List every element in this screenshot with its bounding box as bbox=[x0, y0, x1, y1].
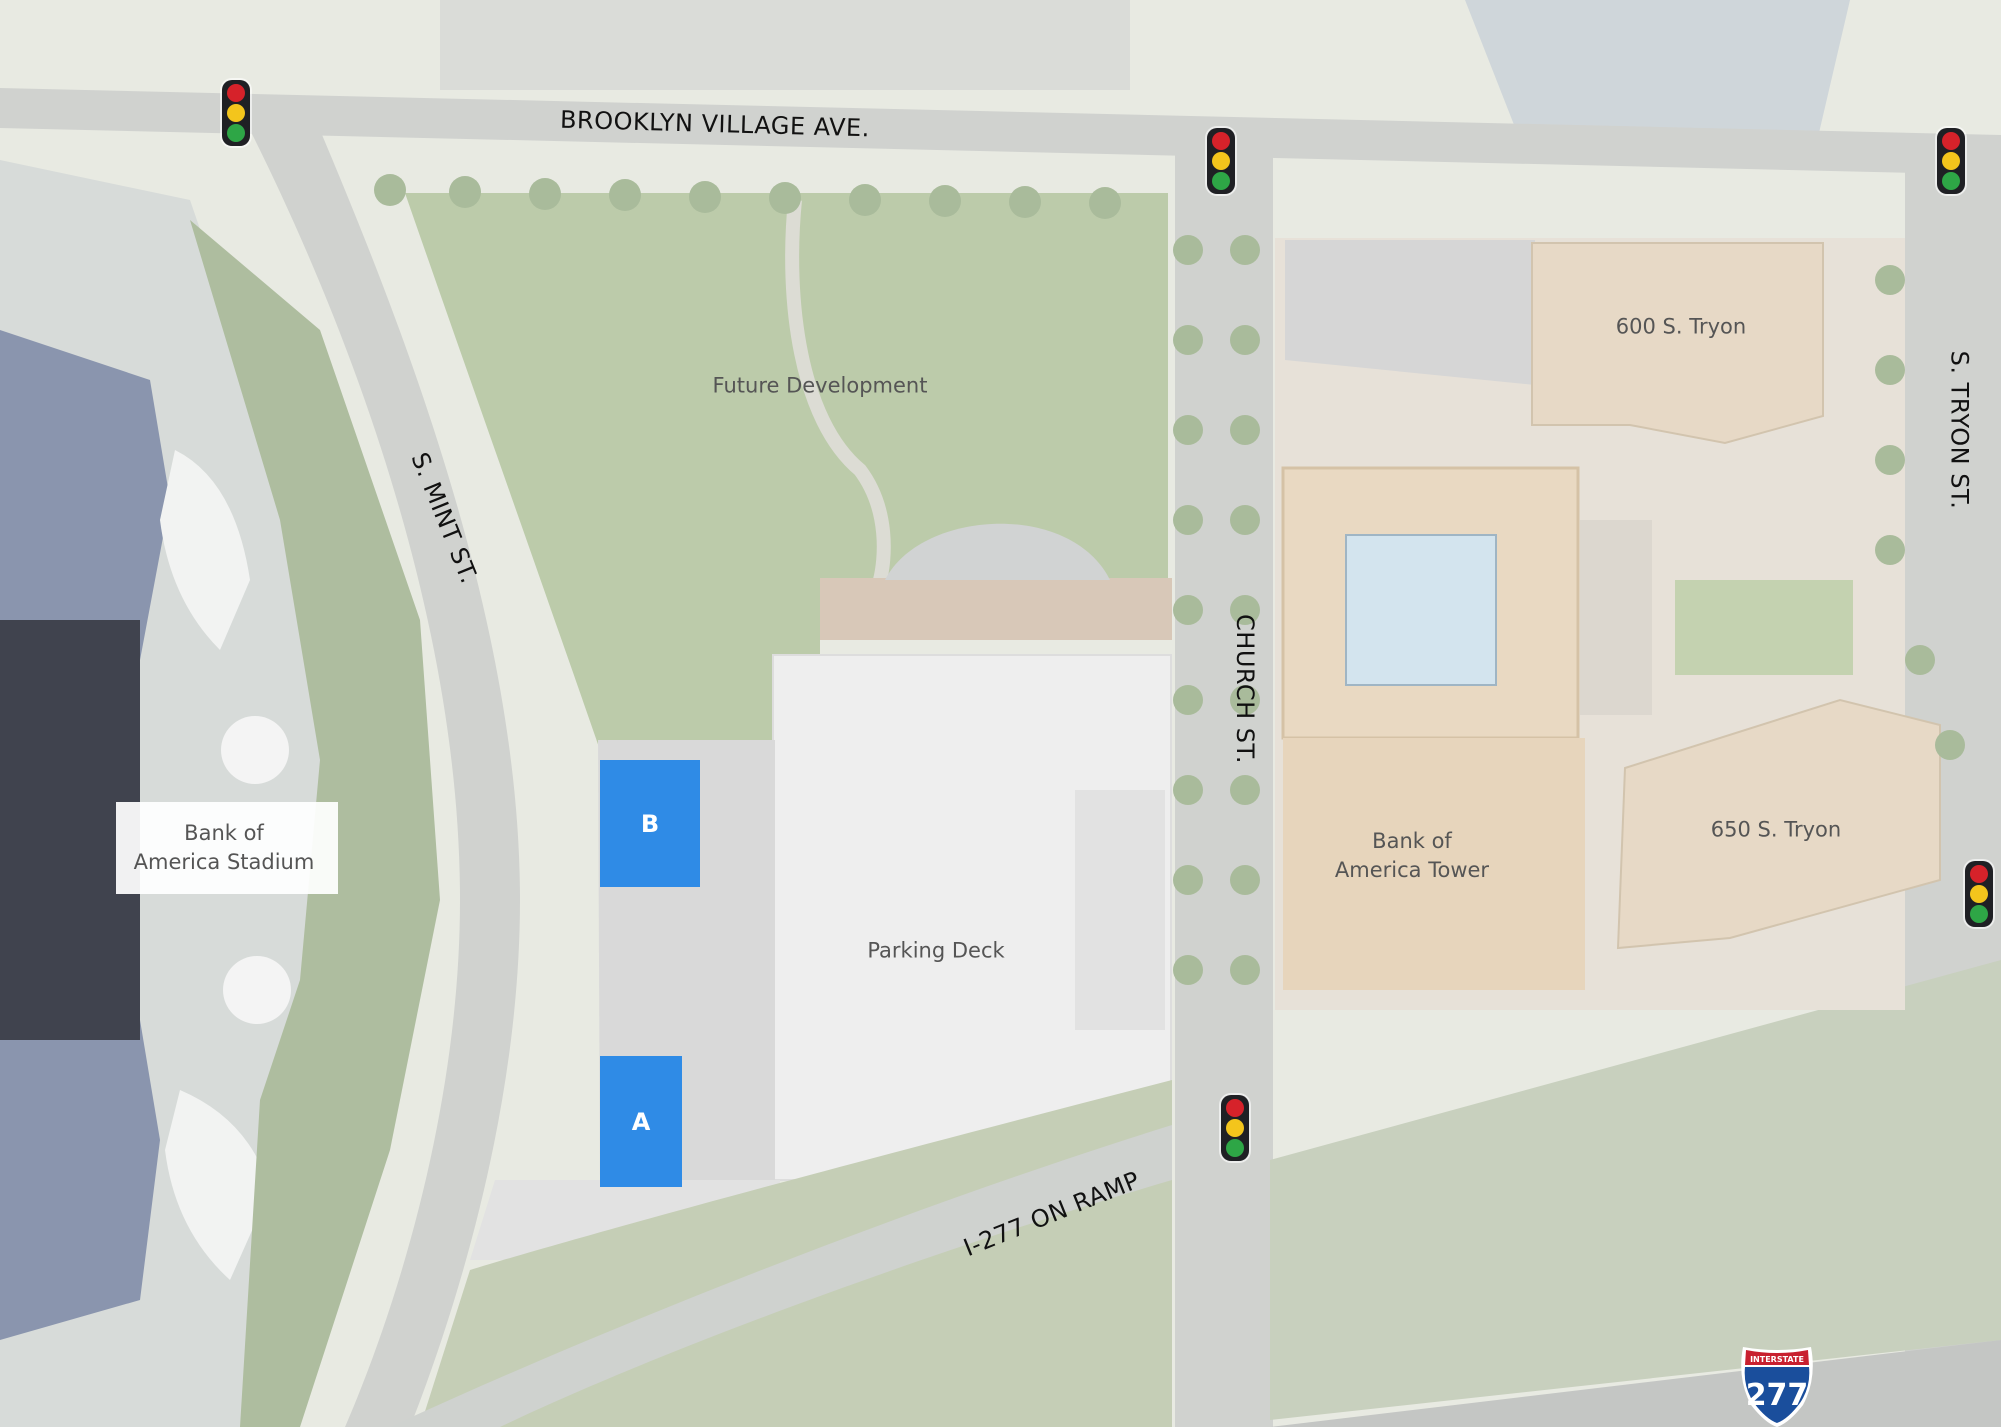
traffic-light-icon bbox=[1221, 1095, 1249, 1161]
boa-tower-glass bbox=[1345, 534, 1497, 686]
label-boa-stadium: Bank of America Stadium bbox=[134, 819, 315, 877]
building-600-tryon bbox=[1531, 242, 1824, 445]
lawn-path bbox=[785, 199, 891, 582]
traffic-light-icon bbox=[1937, 128, 1965, 194]
unit-a[interactable]: A bbox=[600, 1056, 682, 1187]
street-label-tryon: S. TRYON ST. bbox=[1945, 350, 1974, 510]
boa-tower-base bbox=[1283, 738, 1585, 990]
plaza-semicircle bbox=[885, 523, 1110, 580]
label-boa-stadium-line2: America Stadium bbox=[133, 850, 315, 874]
traffic-light-icon bbox=[1207, 128, 1235, 194]
label-boa-tower: Bank of America Tower bbox=[1335, 827, 1489, 885]
road-ramp bbox=[390, 1125, 1172, 1427]
label-parking-deck: Parking Deck bbox=[867, 938, 1005, 963]
stadium-dome-2 bbox=[223, 956, 291, 1024]
unit-a-label: A bbox=[631, 1107, 651, 1136]
courtyard-lawn bbox=[1675, 580, 1853, 675]
north-tower bbox=[1465, 0, 1850, 150]
parking-ramp bbox=[1075, 790, 1165, 1030]
stadium-label-box bbox=[116, 802, 338, 894]
shield-top-text: INTERSTATE bbox=[1750, 1355, 1804, 1364]
road-mint bbox=[250, 130, 520, 1427]
tower-annex bbox=[1580, 520, 1652, 715]
traffic-light-icon bbox=[222, 80, 250, 146]
label-650-tryon: 650 S. Tryon bbox=[1710, 817, 1842, 842]
stadium-canopy-north bbox=[160, 450, 250, 650]
north-buildings bbox=[440, 0, 1130, 90]
street-label-church: CHURCH ST. bbox=[1230, 614, 1259, 764]
label-boa-tower-line2: America Tower bbox=[1334, 858, 1490, 882]
building-650-tryon bbox=[1616, 698, 1941, 950]
southeast-green bbox=[1270, 960, 2001, 1420]
shield-number: 277 bbox=[1746, 1378, 1809, 1413]
stadium-seats-north bbox=[0, 330, 170, 680]
label-boa-stadium-line1: Bank of bbox=[184, 821, 264, 845]
label-boa-tower-line1: Bank of bbox=[1372, 829, 1452, 853]
traffic-light-icon bbox=[1965, 861, 1993, 927]
promenade bbox=[820, 578, 1172, 640]
highway bbox=[1270, 1340, 2001, 1427]
lawn-future-development bbox=[405, 193, 1168, 750]
label-future-development: Future Development bbox=[712, 373, 928, 398]
label-600-tryon: 600 S. Tryon bbox=[1615, 314, 1747, 339]
unit-b[interactable]: B bbox=[600, 760, 700, 887]
interstate-shield-icon: INTERSTATE 277 bbox=[1741, 1347, 1813, 1427]
stadium-dome-1 bbox=[221, 716, 289, 784]
unit-b-label: B bbox=[640, 809, 660, 838]
stadium-canopy-south bbox=[165, 1090, 270, 1280]
street-trees bbox=[374, 174, 1965, 985]
east-northwest-building bbox=[1285, 240, 1535, 385]
road-brooklyn-village bbox=[0, 88, 2001, 175]
stadium-seats-south bbox=[0, 1000, 160, 1340]
